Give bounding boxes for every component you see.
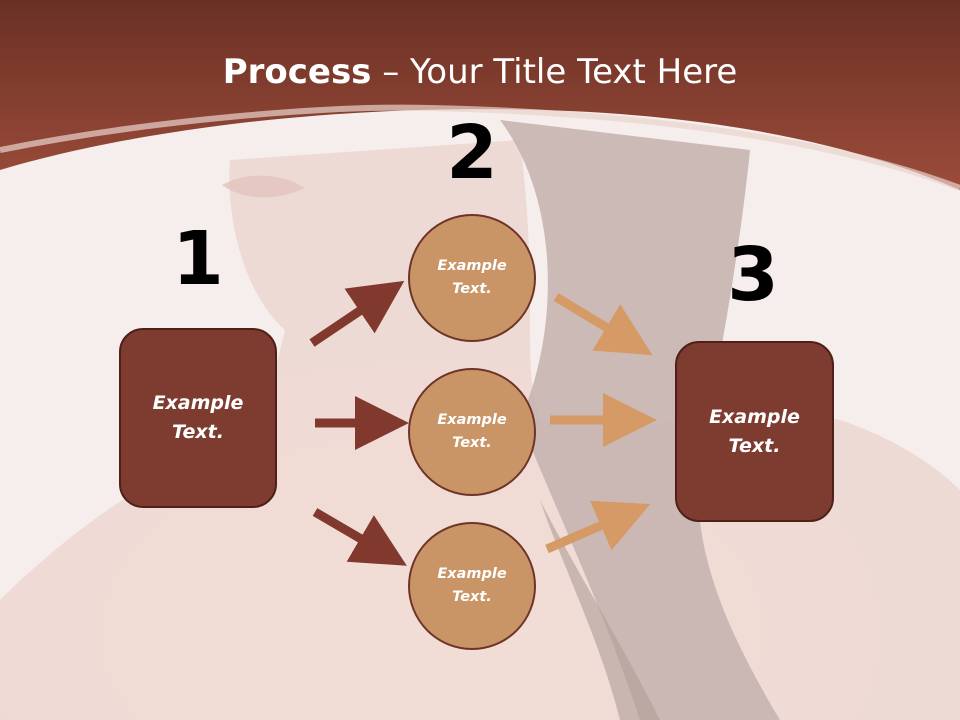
step-1-text-line1: Example [152,392,244,414]
arrow-circle-bottom-to-3 [545,500,651,554]
title-rest: – Your Title Text Here [371,52,738,92]
circle-top-text-line2: Text. [452,281,492,297]
circle-top-text-line1: Example [437,258,507,274]
step-3-text-line1: Example [709,405,800,428]
step-number-3: 3 [727,232,779,318]
arrow-1-to-circle-top [309,280,405,347]
step-number-1: 1 [172,216,224,302]
circle-bottom-text-line2: Text. [452,589,492,605]
title-bold: Process [222,52,372,92]
step-3-box: Example Text. [675,341,834,522]
circle-top: Example Text. [408,214,536,342]
circle-middle-text-line1: Example [437,412,507,428]
step-1-text-line2: Text. [172,421,224,443]
step-number-2: 2 [446,110,498,196]
step-1-box: Example Text. [119,328,277,508]
step-3-text-line2: Text. [728,434,781,457]
circle-middle-text-line2: Text. [452,435,492,451]
circle-bottom: Example Text. [408,522,536,650]
slide-title: Process – Your Title Text Here [0,52,960,92]
arrow-circle-top-to-3 [553,293,653,356]
circle-middle: Example Text. [408,368,536,496]
circle-bottom-text-line1: Example [437,566,507,582]
arrow-1-to-circle-bottom [312,508,407,566]
